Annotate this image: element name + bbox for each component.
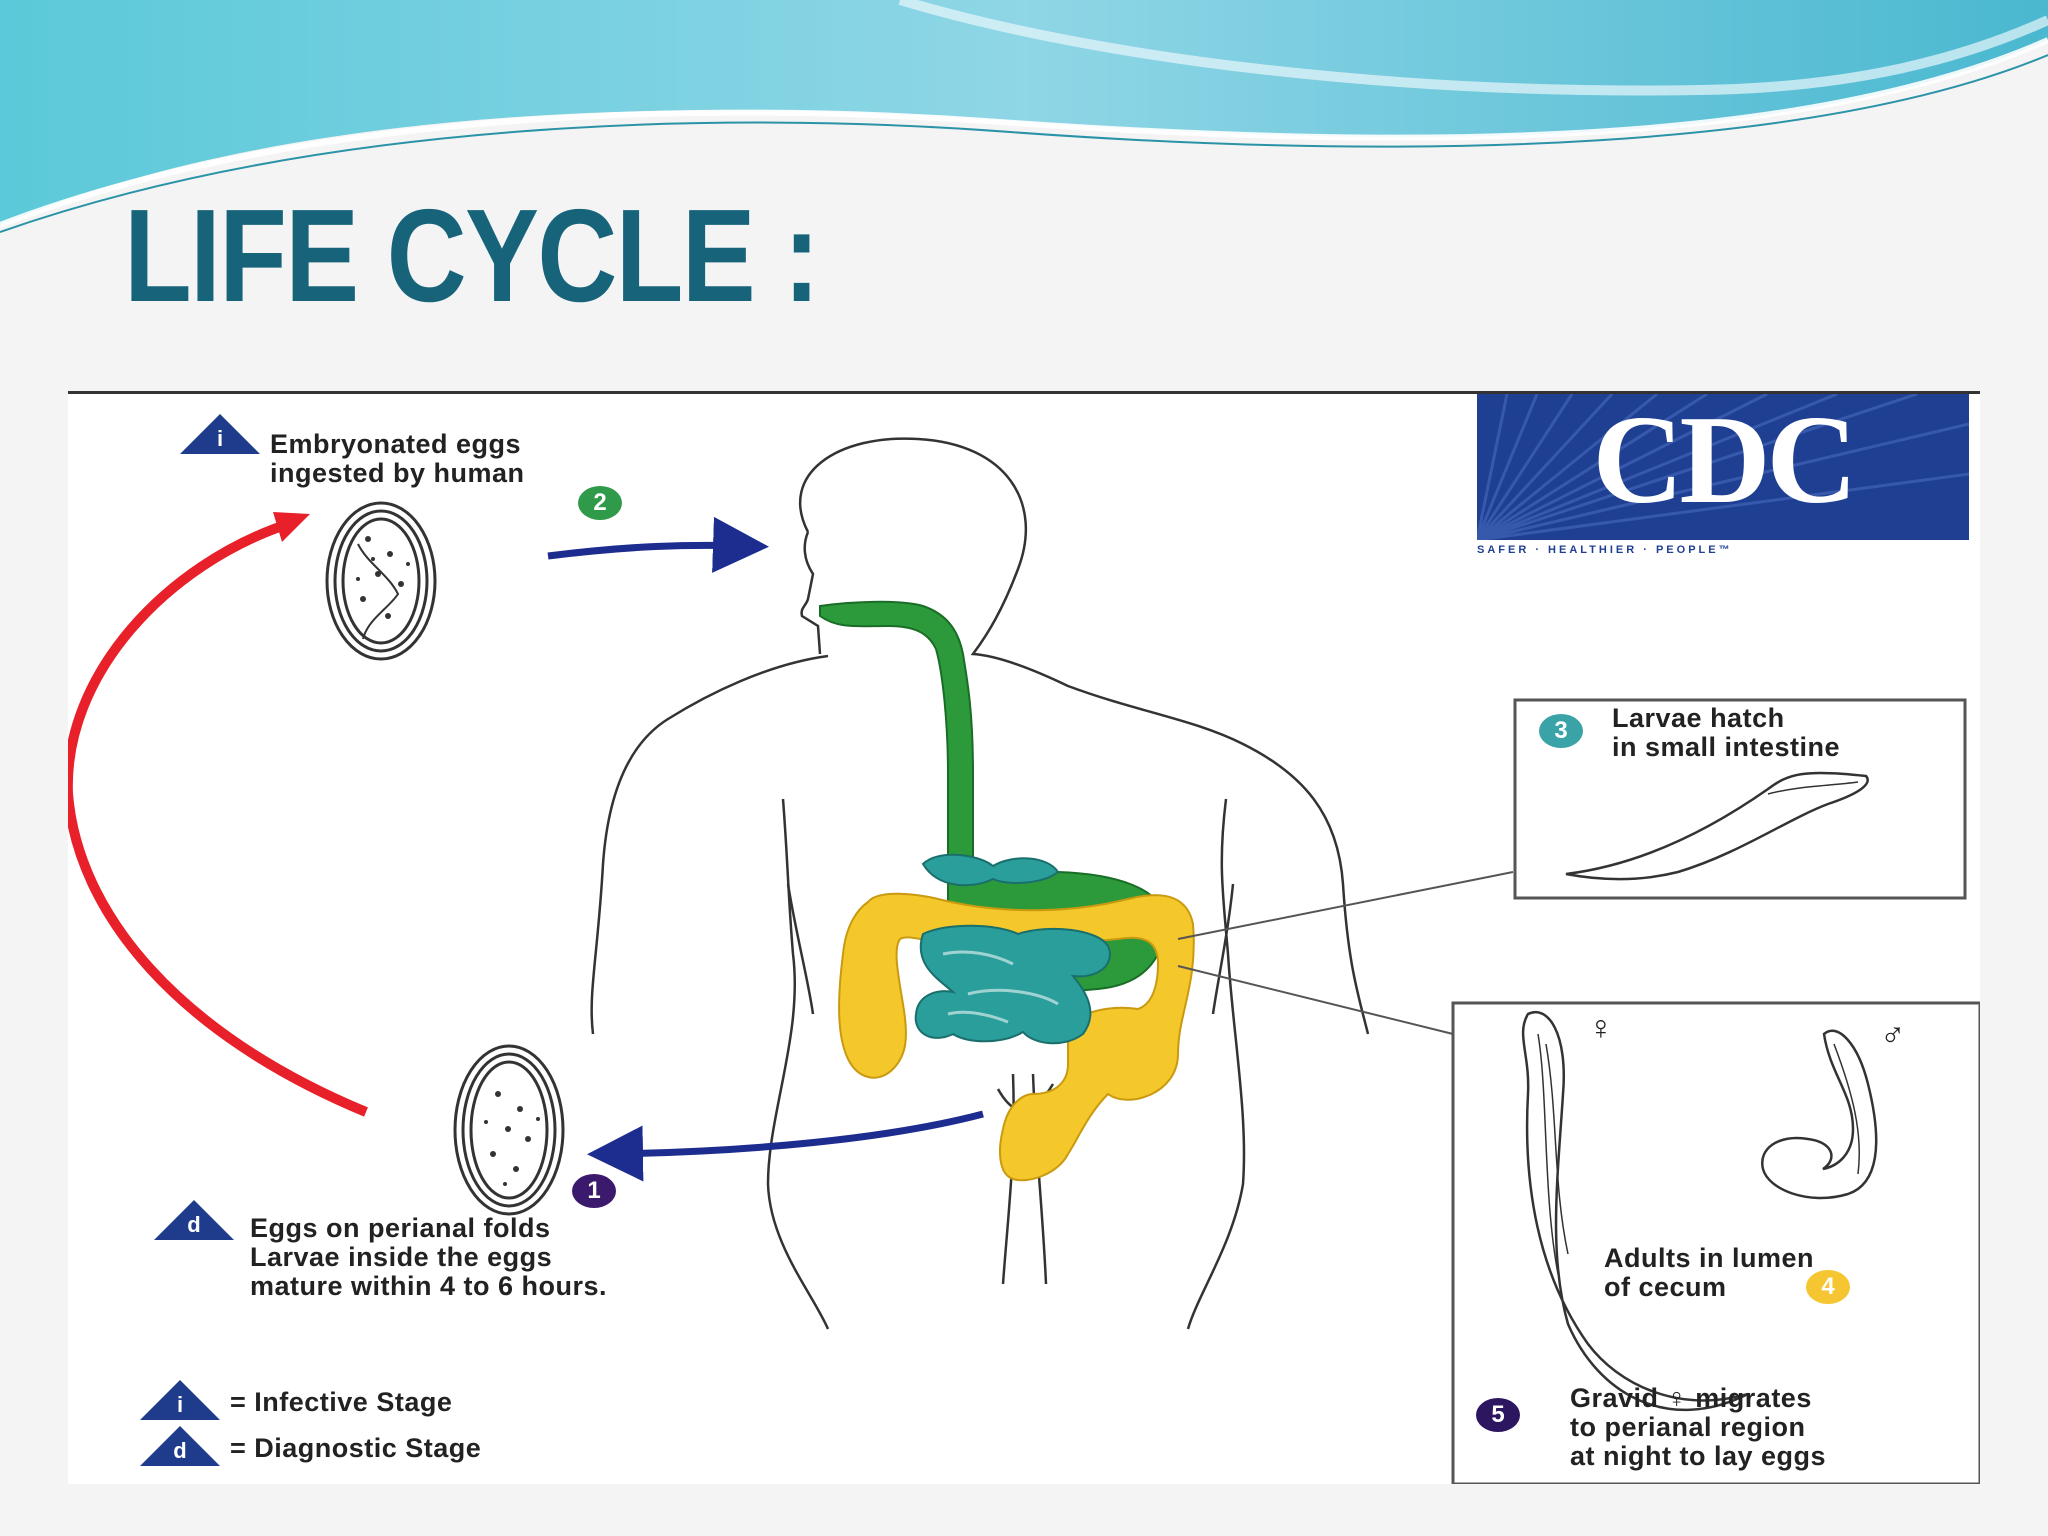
life-cycle-diagram: i d i d Embryonated eggs ingested by hum… [68, 394, 1980, 1484]
step5-line2: to perianal region [1570, 1412, 1806, 1442]
step5-label: Gravid ♀ migrates to perianal region at … [1570, 1384, 1826, 1471]
infective-stage-icon-letter: i [216, 426, 224, 451]
larvae-callout-box [1513, 698, 1967, 900]
legend-diagnostic-label: = Diagnostic Stage [230, 1433, 482, 1463]
step4-badge: 4 [1806, 1270, 1850, 1304]
larva-illustration [1565, 771, 1869, 881]
large-intestine [838, 892, 1195, 1182]
step3-line1: Larvae hatch [1612, 703, 1785, 733]
small-intestine [914, 853, 1111, 1045]
step4-label: Adults in lumen of cecum [1604, 1244, 1814, 1302]
legend-infective-label: = Infective Stage [230, 1387, 453, 1417]
embryonated-egg [325, 501, 437, 661]
header-wave-decoration [0, 0, 2048, 233]
step1-line3: mature within 4 to 6 hours. [250, 1271, 608, 1301]
step4-line2: of cecum [1604, 1272, 1727, 1302]
step2-label: Embryonated eggs ingested by human [270, 430, 525, 488]
slide-title: LIFE CYCLE : [124, 182, 820, 329]
cdc-logo-text: CDC [1592, 394, 1858, 530]
legend-infective-triangle [140, 1380, 220, 1420]
step1-badge: 1 [572, 1174, 616, 1208]
step2-line1: Embryonated eggs [270, 429, 522, 459]
step2-line2: ingested by human [270, 458, 525, 488]
diagram-artwork [68, 414, 1980, 1484]
legend-infective-icon-letter: i [176, 1392, 184, 1417]
esophagus-stomach [819, 600, 1165, 993]
step5-line1: Gravid ♀ migrates [1570, 1383, 1812, 1413]
cycle-arrow [68, 519, 368, 1117]
egg-deposit-arrow [587, 1110, 984, 1182]
male-worm-illustration [1760, 1029, 1878, 1200]
callout-lines [1177, 871, 1514, 1035]
ingestion-arrow [547, 516, 769, 573]
male-symbol: ♂ [1880, 1015, 1906, 1053]
perianal-egg [453, 1044, 565, 1216]
infective-stage-triangle [180, 414, 260, 454]
cdc-logo: CDC [1477, 394, 1969, 540]
step3-badge: 3 [1539, 714, 1583, 748]
logo-sunburst [1477, 394, 1969, 540]
step2-badge: 2 [578, 486, 622, 520]
female-worm-illustration [1521, 1011, 1749, 1412]
female-symbol: ♀ [1588, 1009, 1614, 1047]
cdc-tagline: SAFER · HEALTHIER · PEOPLE™ [1477, 544, 1733, 556]
diagnostic-stage-icon-letter: d [187, 1212, 201, 1237]
step3-line2: in small intestine [1612, 732, 1841, 762]
legend-diagnostic-icon-letter: d [173, 1438, 187, 1463]
legend-diagnostic-triangle [140, 1426, 220, 1466]
step5-badge: 5 [1476, 1398, 1520, 1432]
step4-line1: Adults in lumen [1604, 1243, 1814, 1273]
step1-label: Eggs on perianal folds Larvae inside the… [250, 1214, 607, 1301]
step5-line3: at night to lay eggs [1570, 1441, 1827, 1471]
step3-label: Larvae hatch in small intestine [1612, 704, 1840, 762]
diagnostic-stage-triangle [154, 1200, 234, 1240]
step1-line2: Larvae inside the eggs [250, 1242, 553, 1272]
title-divider [68, 391, 1980, 394]
step1-line1: Eggs on perianal folds [250, 1213, 551, 1243]
